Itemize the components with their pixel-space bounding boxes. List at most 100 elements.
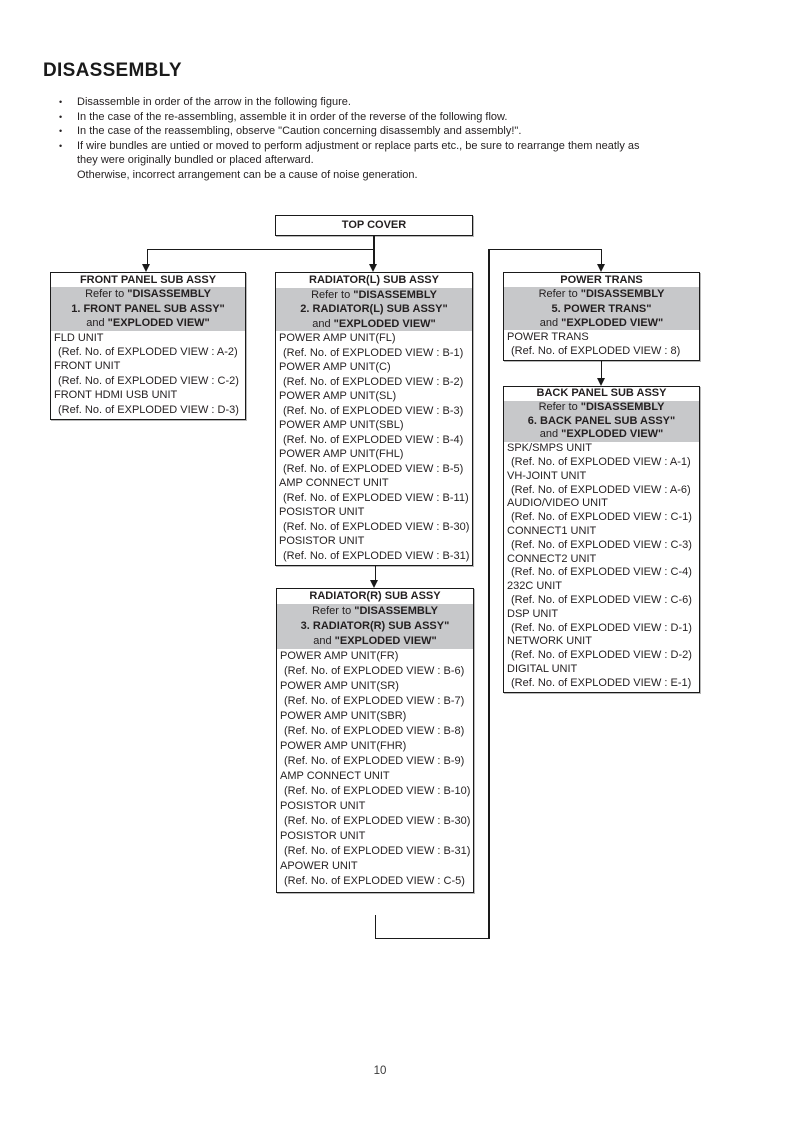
connector-line [374,937,490,939]
unit-name: POWER AMP UNIT(SBR) [280,710,407,722]
connector-line [374,915,376,939]
unit-name: AMP CONNECT UNIT [280,770,390,782]
note-item: • Disassemble in order of the arrow in t… [57,95,717,110]
box-title: FRONT PANEL SUB ASSY [79,274,217,286]
unit-name: NETWORK UNIT [507,635,592,648]
unit-ref: (Ref. No. of EXPLODED VIEW : B-9) [284,755,465,767]
box-title: RADIATOR(R) SUB ASSY [309,590,441,602]
page-title: DISASSEMBLY [43,60,182,81]
refer-text: and [313,635,335,647]
refer-text: Refer to [538,400,581,413]
connector-line [374,565,376,580]
instruction-notes: • Disassemble in order of the arrow in t… [57,95,717,183]
unit-ref: (Ref. No. of EXPLODED VIEW : B-31) [283,549,470,562]
arrow-down-icon [596,378,605,386]
unit-name: FRONT UNIT [54,360,121,373]
refer-text-bold: 5. POWER TRANS" [551,302,652,315]
note-item: • In the case of the re-assembling, asse… [57,110,717,125]
refer-text-bold: "DISASSEMBLY [127,288,211,301]
unit-name: POWER AMP UNIT(FR) [280,650,399,662]
unit-ref: (Ref. No. of EXPLODED VIEW : B-30) [284,815,471,827]
refer-text-bold: 6. BACK PANEL SUB ASSY" [527,414,676,427]
box-item-list: POWER TRANS(Ref. No. of EXPLODED VIEW : … [504,330,699,359]
unit-ref: (Ref. No. of EXPLODED VIEW : B-3) [283,404,464,417]
refer-text: and [539,428,562,441]
refer-text: Refer to [312,605,355,617]
refer-text-bold: "DISASSEMBLY [580,288,665,301]
unit-ref: (Ref. No. of EXPLODED VIEW : B-30) [283,520,470,533]
unit-ref: (Ref. No. of EXPLODED VIEW : C-5) [284,875,465,887]
unit-name: POSISTOR UNIT [279,506,365,518]
flow-box-top-cover: TOP COVER [275,215,473,236]
flow-box-power-trans: POWER TRANS Refer to "DISASSEMBLY 5. POW… [503,272,700,361]
unit-ref: (Ref. No. of EXPLODED VIEW : C-6) [511,593,692,606]
refer-text: Refer to [538,288,581,301]
unit-ref: (Ref. No. of EXPLODED VIEW : C-1) [511,511,692,524]
unit-ref: (Ref. No. of EXPLODED VIEW : A-6) [511,483,691,496]
refer-text: and [539,316,562,329]
bullet-icon: • [59,126,63,137]
note-text: they were originally bundled or placed a… [77,154,314,167]
arrow-down-icon [370,580,378,588]
unit-name: APOWER UNIT [280,860,358,872]
box-item-list: POWER AMP UNIT(FR) (Ref. No. of EXPLODED … [277,649,473,889]
unit-ref: (Ref. No. of EXPLODED VIEW : B-6) [284,665,465,677]
arrow-down-icon [369,264,377,272]
refer-text-bold: 2. RADIATOR(L) SUB ASSY" [300,303,448,315]
bullet-icon: • [59,140,63,151]
unit-name: CONNECT1 UNIT [507,524,597,537]
unit-name: SPK/SMPS UNIT [507,442,592,455]
flow-box-front-panel-sub-assy: FRONT PANEL SUB ASSY Refer to "DISASSEMB… [50,272,246,420]
box-item-list: FLD UNIT (Ref. No. of EXPLODED VIEW : A-2… [51,331,245,417]
box-title: RADIATOR(L) SUB ASSY [309,274,439,286]
connector-line [488,248,602,250]
unit-ref: (Ref. No. of EXPLODED VIEW : D-1) [511,621,692,634]
refer-text-bold: 1. FRONT PANEL SUB ASSY" [71,302,225,315]
refer-text-bold: "EXPLODED VIEW" [561,316,664,329]
unit-ref: (Ref. No. of EXPLODED VIEW : B-2) [283,375,464,388]
unit-ref: (Ref. No. of EXPLODED VIEW : C-3) [511,538,692,551]
unit-ref: (Ref. No. of EXPLODED VIEW : B-10) [284,785,471,797]
refer-text-bold: "EXPLODED VIEW" [334,635,437,647]
unit-ref: (Ref. No. of EXPLODED VIEW : A-2) [58,346,238,359]
unit-name: VH-JOINT UNIT [507,469,587,482]
unit-name: AUDIO/VIDEO UNIT [507,497,608,510]
unit-ref: (Ref. No. of EXPLODED VIEW : B-11) [283,491,469,504]
unit-name: FLD UNIT [54,331,104,344]
note-text: If wire bundles are untied or moved to p… [77,139,640,152]
unit-ref: (Ref. No. of EXPLODED VIEW : 8) [511,345,681,358]
unit-name: POSISTOR UNIT [279,535,365,547]
unit-name: POWER AMP UNIT(FHL) [279,448,404,460]
refer-text-bold: "DISASSEMBLY [354,605,438,617]
box-title: POWER TRANS [560,274,643,286]
unit-name: DSP UNIT [507,607,559,620]
refer-text-bold: "EXPLODED VIEW" [561,428,664,441]
connector-line [373,248,375,265]
box-refer-note: Refer to "DISASSEMBLY 1. FRONT PANEL SUB… [51,287,245,331]
note-item: • If wire bundles are untied or moved to… [57,139,717,183]
refer-text: Refer to [311,288,354,301]
flow-box-radiator-r-sub-assy: RADIATOR(R) SUB ASSY Refer to "DISASSEMB… [276,588,474,893]
unit-ref: (Ref. No. of EXPLODED VIEW : B-1) [283,346,464,359]
bullet-icon: • [59,97,63,107]
connector-line [600,360,603,378]
unit-ref: (Ref. No. of EXPLODED VIEW : B-31) [284,845,471,857]
note-text: Otherwise, incorrect arrangement can be … [77,168,418,181]
unit-name: POWER AMP UNIT(SBL) [279,419,404,431]
unit-name: POWER AMP UNIT(SR) [280,680,399,692]
unit-ref: (Ref. No. of EXPLODED VIEW : C-2) [58,374,239,387]
unit-name: POSISTOR UNIT [280,800,366,812]
connector-line [146,248,375,250]
unit-name: 232C UNIT [507,580,563,593]
arrow-down-icon [596,264,605,272]
flow-box-back-panel-sub-assy: BACK PANEL SUB ASSY Refer to "DISASSEMBL… [503,386,700,693]
box-item-list: SPK/SMPS UNIT (Ref. No. of EXPLODED VIEW … [504,442,699,690]
refer-text: and [86,317,108,330]
note-item: • In the case of the reassembling, obser… [57,124,717,139]
unit-name: DIGITAL UNIT [507,662,578,675]
refer-text: and [312,317,334,330]
box-refer-note: Refer to "DISASSEMBLY 5. POWER TRANS" an… [504,287,699,331]
unit-name: CONNECT2 UNIT [507,552,597,565]
box-refer-note: Refer to "DISASSEMBLY 2. RADIATOR(L) SUB… [276,287,472,331]
